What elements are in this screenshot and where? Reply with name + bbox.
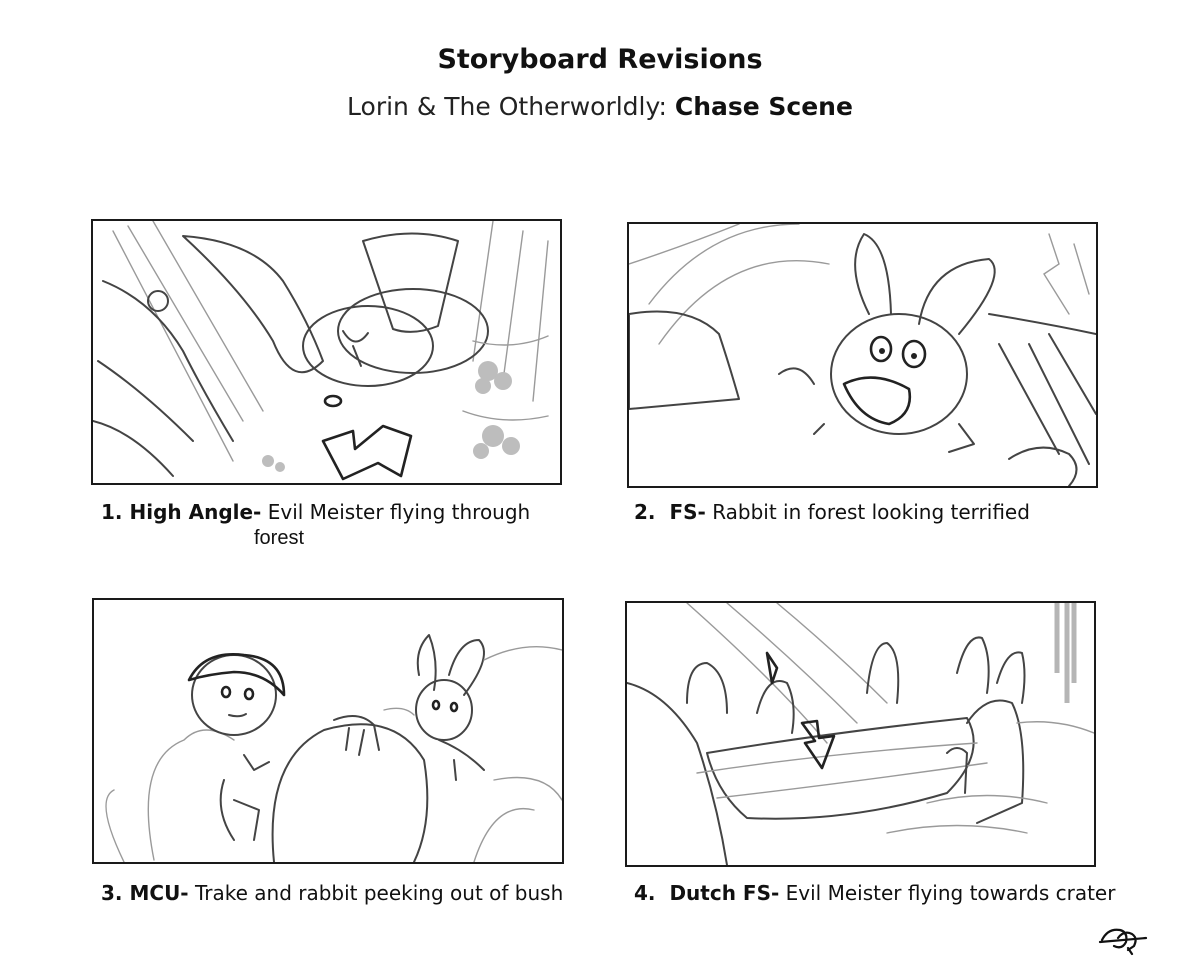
panel-1-description-cont: forest	[254, 527, 305, 549]
subtitle-prefix: Lorin & The Otherworldly:	[347, 92, 675, 121]
panel-1-caption: 1. High Angle- Evil Meister flying throu…	[101, 499, 530, 551]
panel-2-shot: 2. FS-	[634, 500, 706, 524]
panel-1-shot-type: High Angle-	[129, 500, 262, 524]
storyboard-panel-1	[91, 219, 562, 485]
panel-4-caption: 4. Dutch FS- Evil Meister flying towards…	[634, 880, 1115, 906]
panel-2-caption: 2. FS- Rabbit in forest looking terrifie…	[634, 499, 1030, 525]
panel-3-caption: 3. MCU- Trake and rabbit peeking out of …	[101, 880, 563, 906]
panel-4-shot-type: Dutch FS-	[669, 881, 780, 905]
sketch-trake-and-rabbit	[105, 634, 562, 862]
panel-3-description: Trake and rabbit peeking out of bush	[194, 881, 564, 905]
panel-3-shot-type: MCU-	[129, 881, 189, 905]
storyboard-panel-4	[625, 601, 1096, 867]
artist-signature-icon	[1098, 928, 1148, 956]
sketch-terrified-rabbit	[629, 224, 1096, 486]
panel-4-description: Evil Meister flying towards crater	[785, 881, 1116, 905]
panel-1-number: 1.	[101, 500, 123, 524]
panel-2-description: Rabbit in forest looking terrified	[712, 500, 1030, 524]
panel-4-number: 4.	[634, 881, 656, 905]
subtitle-scene: Chase Scene	[674, 92, 853, 121]
panel-1-description: Evil Meister flying through	[267, 500, 531, 524]
sketch-high-angle-meister	[93, 221, 549, 481]
storyboard-panel-2	[627, 222, 1098, 488]
panel-4-shot: 4. Dutch FS-	[634, 881, 779, 905]
storyboard-panel-3	[92, 598, 564, 864]
panel-3-shot: 3. MCU-	[101, 881, 189, 905]
panel-2-shot-type: FS-	[669, 500, 706, 524]
panel-2-number: 2.	[634, 500, 656, 524]
panel-3-number: 3.	[101, 881, 123, 905]
panel-1-shot: 1. High Angle-	[101, 500, 261, 524]
page-subtitle: Lorin & The Otherworldly: Chase Scene	[0, 92, 1200, 121]
sketch-meister-crater	[627, 603, 1094, 865]
page-title: Storyboard Revisions	[437, 44, 763, 75]
